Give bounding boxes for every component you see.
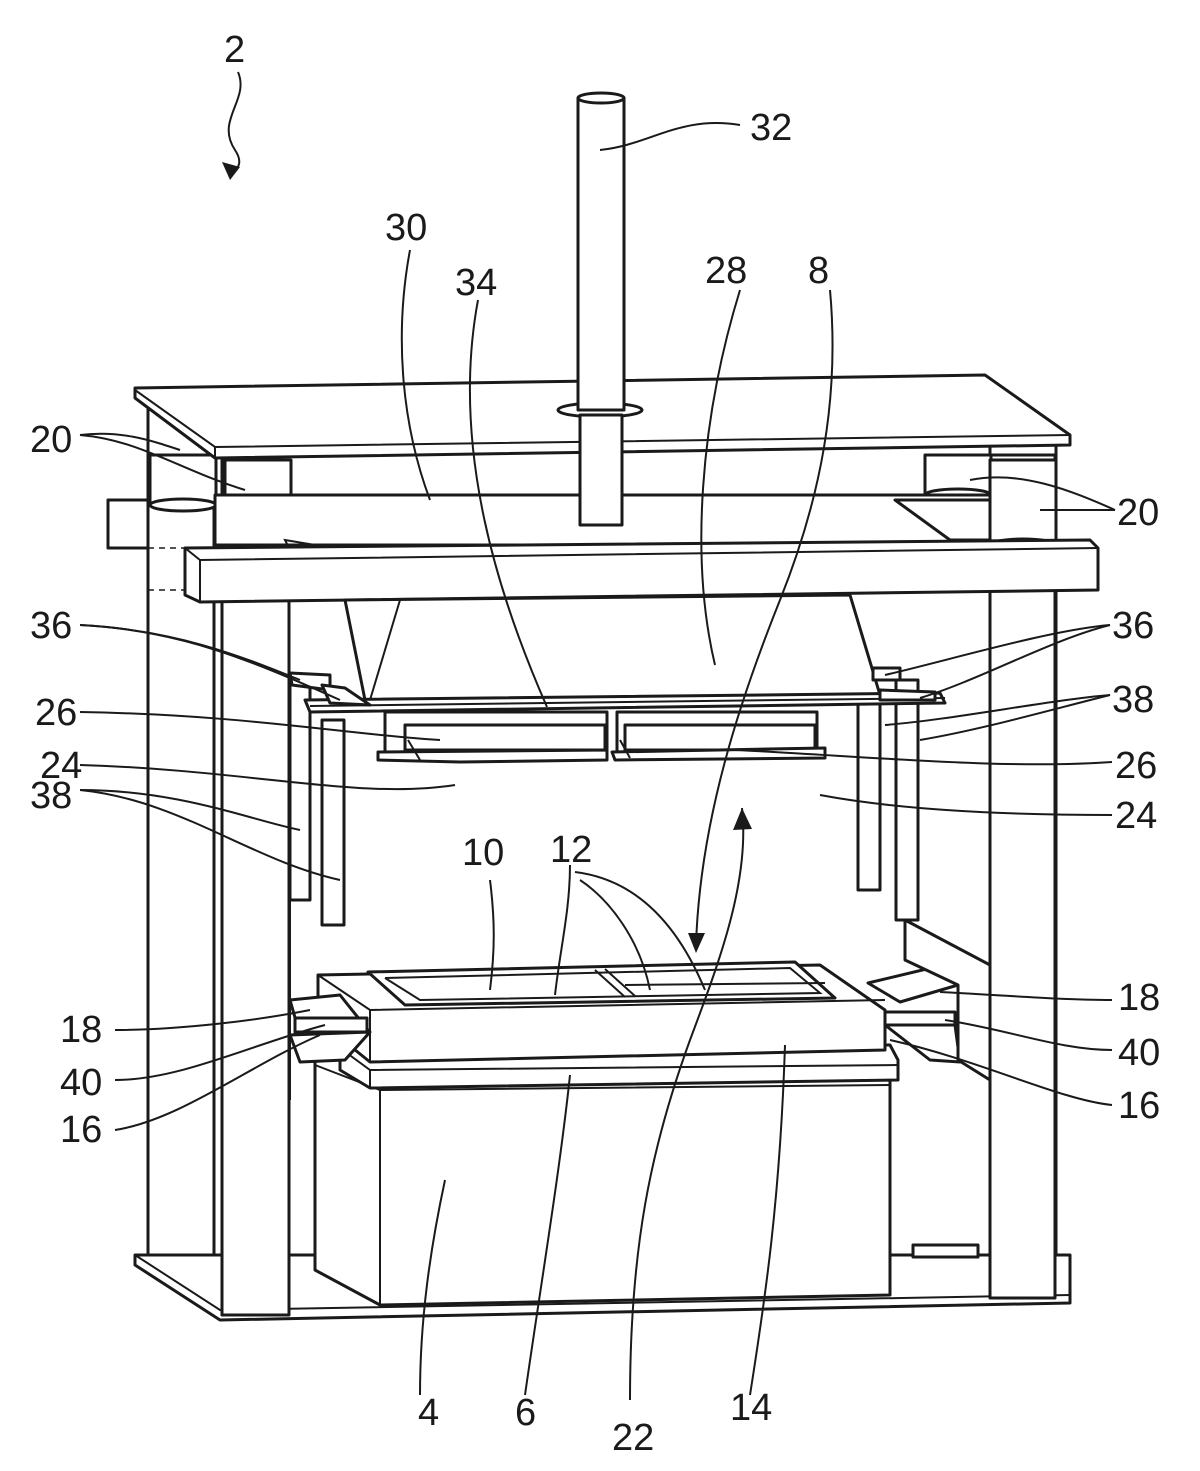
label-24-left: 24 xyxy=(40,745,82,787)
label-40-left: 40 xyxy=(60,1062,102,1104)
label-8: 8 xyxy=(808,250,829,292)
label-20-right: 20 xyxy=(1117,492,1159,534)
label-40-right: 40 xyxy=(1118,1032,1160,1074)
label-36-right: 36 xyxy=(1112,605,1154,647)
label-32: 32 xyxy=(750,107,792,149)
label-10: 10 xyxy=(462,832,504,874)
mould-frame xyxy=(316,960,887,1064)
ram-rod xyxy=(576,91,626,527)
label-6: 6 xyxy=(515,1392,536,1434)
label-38-left: 38 xyxy=(30,775,72,817)
label-4: 4 xyxy=(418,1392,439,1434)
label-16-left: 16 xyxy=(60,1109,102,1151)
label-34: 34 xyxy=(455,262,497,304)
label-20-left: 20 xyxy=(30,419,72,461)
label-26-right: 26 xyxy=(1115,745,1157,787)
label-22: 22 xyxy=(612,1417,654,1459)
label-12: 12 xyxy=(550,829,592,871)
label-14: 14 xyxy=(730,1387,772,1429)
label-24-right: 24 xyxy=(1115,795,1157,837)
label-26-left: 26 xyxy=(35,692,77,734)
label-36-left: 36 xyxy=(30,605,72,647)
label-16-right: 16 xyxy=(1118,1085,1160,1127)
reference-numerals: 2 32 30 34 28 8 20 20 36 36 26 38 24 26 … xyxy=(30,29,1160,1459)
motion-arrows xyxy=(222,71,834,1401)
label-18-right: 18 xyxy=(1118,977,1160,1019)
upper-punch-housing xyxy=(343,593,882,702)
punch-assembly xyxy=(376,710,827,764)
label-38-right: 38 xyxy=(1112,679,1154,721)
leader-lines xyxy=(79,121,1116,1396)
label-18-left: 18 xyxy=(60,1009,102,1051)
guide-columns xyxy=(213,678,920,1100)
label-30: 30 xyxy=(385,207,427,249)
machine-base-block xyxy=(313,1053,980,1307)
label-28: 28 xyxy=(705,250,747,292)
pressure-plate xyxy=(288,666,947,714)
label-2: 2 xyxy=(224,29,245,71)
